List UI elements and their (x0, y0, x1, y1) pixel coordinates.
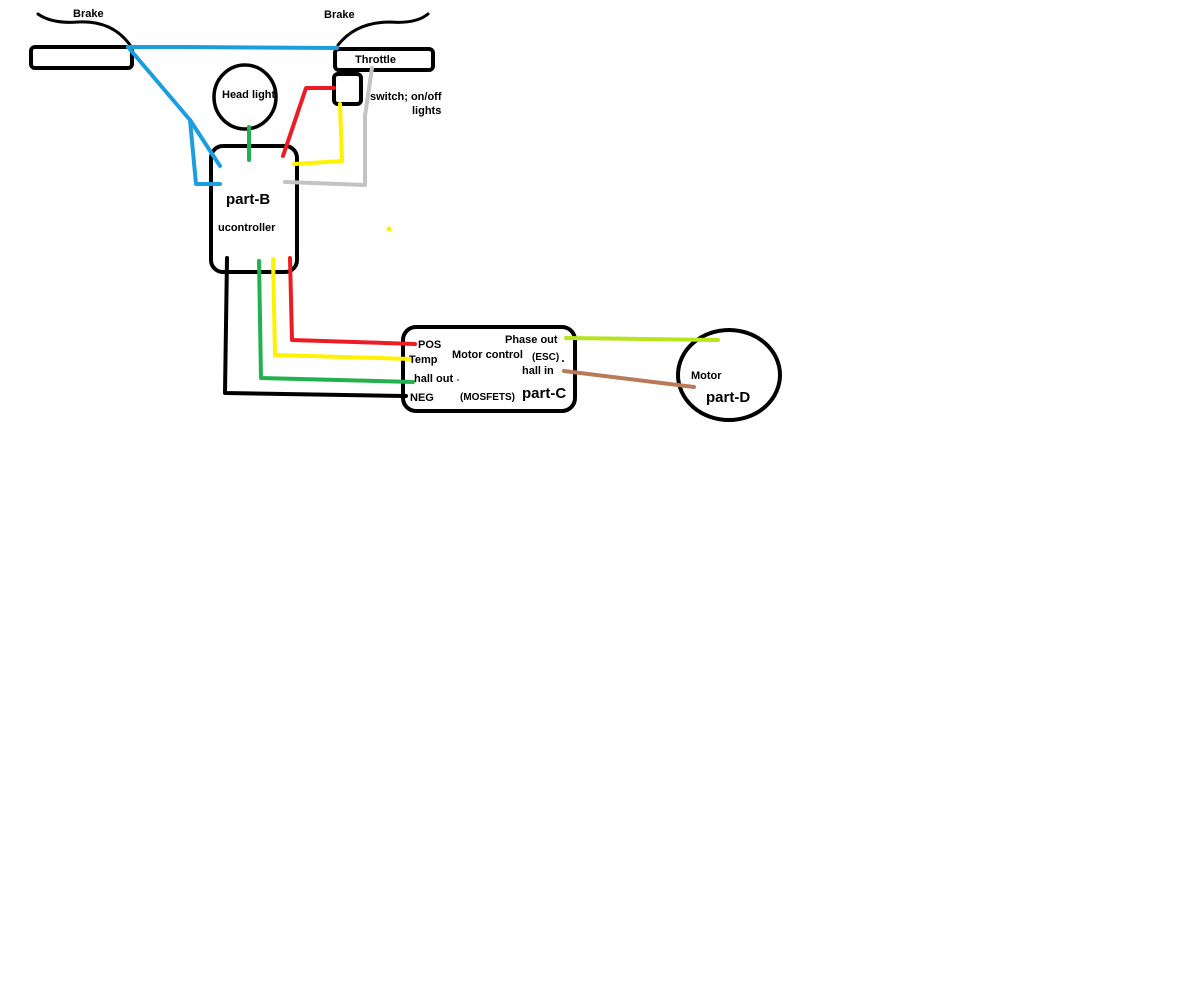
switch-label-line1: switch; on/off (370, 91, 442, 103)
switch-box-icon (332, 72, 363, 106)
pin-pos-label: POS (418, 339, 441, 351)
part-b-title: part-B (226, 191, 270, 208)
stray-yellow-dot (386, 226, 392, 232)
pin-hall-in-label: hall in (522, 365, 554, 377)
temp-wire (271, 257, 413, 361)
motor-circle-icon (676, 328, 782, 422)
part-d-title: part-D (706, 389, 750, 406)
esc-label: (ESC) (532, 352, 559, 363)
pin-hall-out-label: hall out (414, 373, 453, 385)
brake-wire-to-partb-1 (126, 45, 222, 168)
hall-out-wire (257, 259, 415, 384)
speck-esc (562, 360, 564, 362)
throttle-gray-wire (283, 66, 374, 187)
part-b-subtitle: ucontroller (218, 222, 276, 234)
part-c-title: part-C (522, 385, 566, 402)
left-brake-label: Brake (73, 8, 104, 20)
mosfets-label: (MOSFETS) (460, 392, 515, 403)
left-brake-grip-icon (29, 45, 134, 70)
right-brake-label: Brake (324, 9, 355, 21)
headlight-circle-icon (212, 63, 278, 131)
part-b-box (209, 144, 299, 274)
speck-mosfets (457, 379, 459, 381)
phase-out-wire (564, 336, 720, 342)
switch-label-line2: lights (412, 105, 441, 117)
motor-label: Motor (691, 370, 722, 382)
pin-neg-label: NEG (410, 392, 434, 404)
switch-red-wire (281, 86, 336, 158)
brake-wire-to-partb-2 (188, 118, 222, 186)
pos-wire (288, 256, 417, 346)
throttle-label: Throttle (355, 54, 396, 66)
pin-phase-out-label: Phase out (505, 334, 558, 346)
left-brake-lever (36, 12, 132, 47)
neg-wire (223, 256, 408, 398)
hall-in-wire (562, 369, 696, 389)
headlight-label: Head light (222, 89, 276, 101)
motor-control-label: Motor control (452, 349, 523, 361)
switch-yellow-wire (292, 102, 344, 166)
part-c-box (401, 325, 577, 413)
throttle-grip-icon (333, 47, 435, 72)
brake-wire-top (126, 45, 339, 50)
right-brake-lever (336, 12, 430, 47)
pin-temp-label: Temp (409, 354, 438, 366)
